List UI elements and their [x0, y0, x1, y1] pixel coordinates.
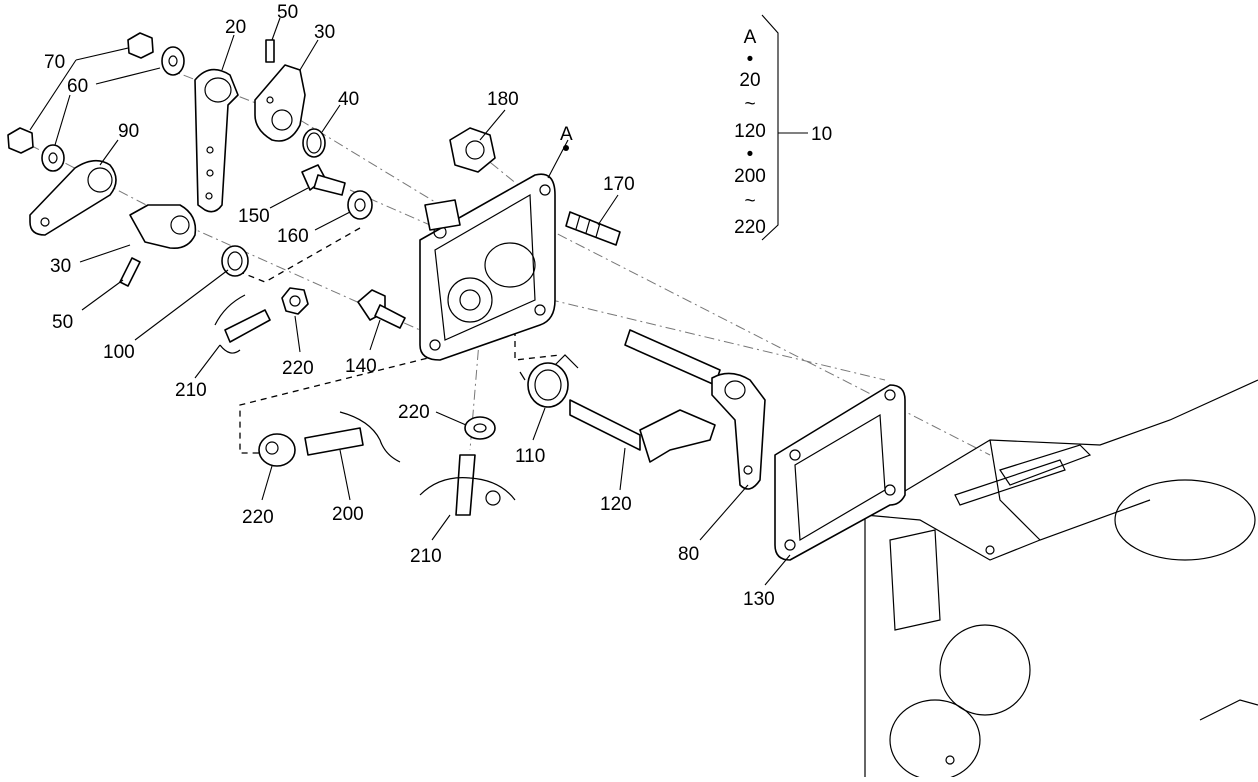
- callout-100: 100: [103, 342, 135, 363]
- engine-block: [864, 379, 1258, 781]
- callout-210-a: 210: [175, 380, 207, 401]
- callout-70: 70: [44, 52, 65, 73]
- part-220-washer-c: [258, 433, 296, 467]
- guide-lines: [239, 227, 561, 454]
- callout-180: 180: [487, 89, 519, 110]
- callout-50-top: 50: [277, 2, 298, 23]
- part-30-lever-top: [254, 64, 306, 142]
- callout-150: 150: [238, 206, 270, 227]
- part-20-lever: [194, 68, 239, 213]
- part-210-screw-a: [214, 294, 271, 354]
- legend-row-8: ~: [744, 191, 755, 212]
- callout-130: 130: [743, 589, 775, 610]
- callout-120: 120: [600, 494, 632, 515]
- legend-row-5: 120: [734, 121, 766, 142]
- callout-90: 90: [118, 121, 139, 142]
- part-200-screw: [304, 411, 401, 463]
- part-220-nut-a: [281, 287, 309, 315]
- callout-60: 60: [67, 76, 88, 97]
- callout-200: 200: [332, 504, 364, 525]
- legend-row-9: 220: [734, 217, 766, 238]
- legend-row-3: 20: [739, 70, 760, 91]
- group-legend: A • 20 ~ 120 • 200 ~ 220: [734, 27, 766, 238]
- part-50-pin-top: [265, 39, 275, 63]
- callout-30-top: 30: [314, 22, 335, 43]
- legend-brace: [761, 14, 808, 241]
- callout-20: 20: [225, 17, 246, 38]
- part-170-stud: [565, 211, 621, 246]
- callout-220-b: 220: [398, 402, 430, 423]
- callout-a: A: [560, 124, 573, 145]
- part-100-seal: [221, 245, 249, 277]
- callout-50-left: 50: [52, 312, 73, 333]
- legend-row-6: •: [747, 144, 754, 165]
- part-160-washer: [347, 190, 373, 220]
- part-30-lever-left: [129, 204, 197, 250]
- reference-point-a-dot: [563, 145, 569, 151]
- callout-160: 160: [277, 226, 309, 247]
- part-140-bolt: [357, 289, 406, 329]
- callout-30-left: 30: [50, 256, 71, 277]
- part-180-flange-nut: [449, 127, 496, 173]
- callout-110: 110: [515, 446, 545, 467]
- part-90-lever: [29, 159, 117, 236]
- leader-lines: [29, 17, 791, 586]
- callout-labels: 70 60 20 50 30 40 90 180 A 170 150 160 3…: [44, 2, 775, 610]
- part-50-pin-left: [119, 257, 141, 287]
- legend-row-7: 200: [734, 166, 766, 187]
- part-40-o-ring: [302, 128, 326, 158]
- legend-row-1: A: [744, 27, 757, 48]
- callout-220-a: 220: [282, 358, 314, 379]
- part-130-gasket: [774, 384, 906, 561]
- part-60-washers: [41, 46, 185, 172]
- part-210-screw-b: [419, 454, 516, 516]
- part-150-bolt: [301, 164, 346, 196]
- legend-group-label: 10: [811, 124, 832, 145]
- callout-210-b: 210: [410, 546, 442, 567]
- callout-140: 140: [345, 356, 377, 377]
- part-80-shaft-lever: [624, 329, 766, 490]
- callout-220-c: 220: [242, 507, 274, 528]
- part-housing-cover: [419, 173, 556, 361]
- callout-170: 170: [603, 174, 635, 195]
- part-220-nut-b: [464, 416, 496, 440]
- callout-80: 80: [678, 544, 699, 565]
- legend-row-4: ~: [744, 94, 755, 115]
- part-70-nuts: [7, 32, 154, 154]
- legend-row-2: •: [747, 49, 754, 70]
- part-120-shaft: [569, 399, 716, 463]
- callout-40: 40: [338, 89, 359, 110]
- part-110-spring: [519, 354, 579, 408]
